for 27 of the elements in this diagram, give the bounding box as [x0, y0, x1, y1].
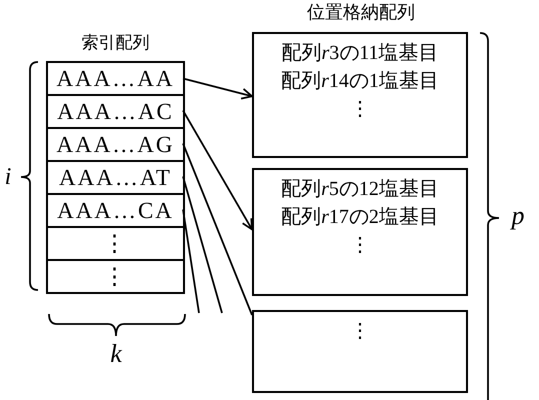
- storage-box: [252, 32, 468, 158]
- box-text: 配列r17の2塩基目: [281, 205, 439, 230]
- table-row: AAA…AG: [48, 127, 183, 160]
- table-row: ⋮: [48, 226, 183, 259]
- column-heading: 位置格納配列: [306, 1, 416, 25]
- connector-line: [182, 209, 200, 314]
- table-row: AAA…AA: [48, 63, 183, 94]
- box-text: ⋮: [350, 233, 370, 258]
- table-row: AAA…AT: [48, 160, 183, 193]
- variable-label: p: [509, 202, 526, 230]
- storage-box: [252, 168, 468, 296]
- box-text: ⋮: [350, 97, 370, 122]
- table-row: ⋮: [48, 259, 183, 292]
- arrow: [182, 110, 253, 230]
- table-row: AAA…CA: [48, 193, 183, 226]
- storage-box: [252, 310, 468, 393]
- table-row: AAA…AC: [48, 94, 183, 127]
- box-text: 配列r14の1塩基目: [281, 69, 439, 94]
- box-text: 配列r3の11塩基目: [281, 41, 439, 66]
- variable-label: k: [109, 340, 124, 368]
- box-text: ⋮: [350, 319, 370, 344]
- connector-line: [182, 176, 223, 314]
- box-text: 配列r5の12塩基目: [281, 177, 439, 202]
- connector-line: [182, 143, 253, 316]
- arrow: [182, 78, 253, 100]
- variable-label: i: [4, 164, 12, 190]
- table-heading: 索引配列: [82, 33, 150, 53]
